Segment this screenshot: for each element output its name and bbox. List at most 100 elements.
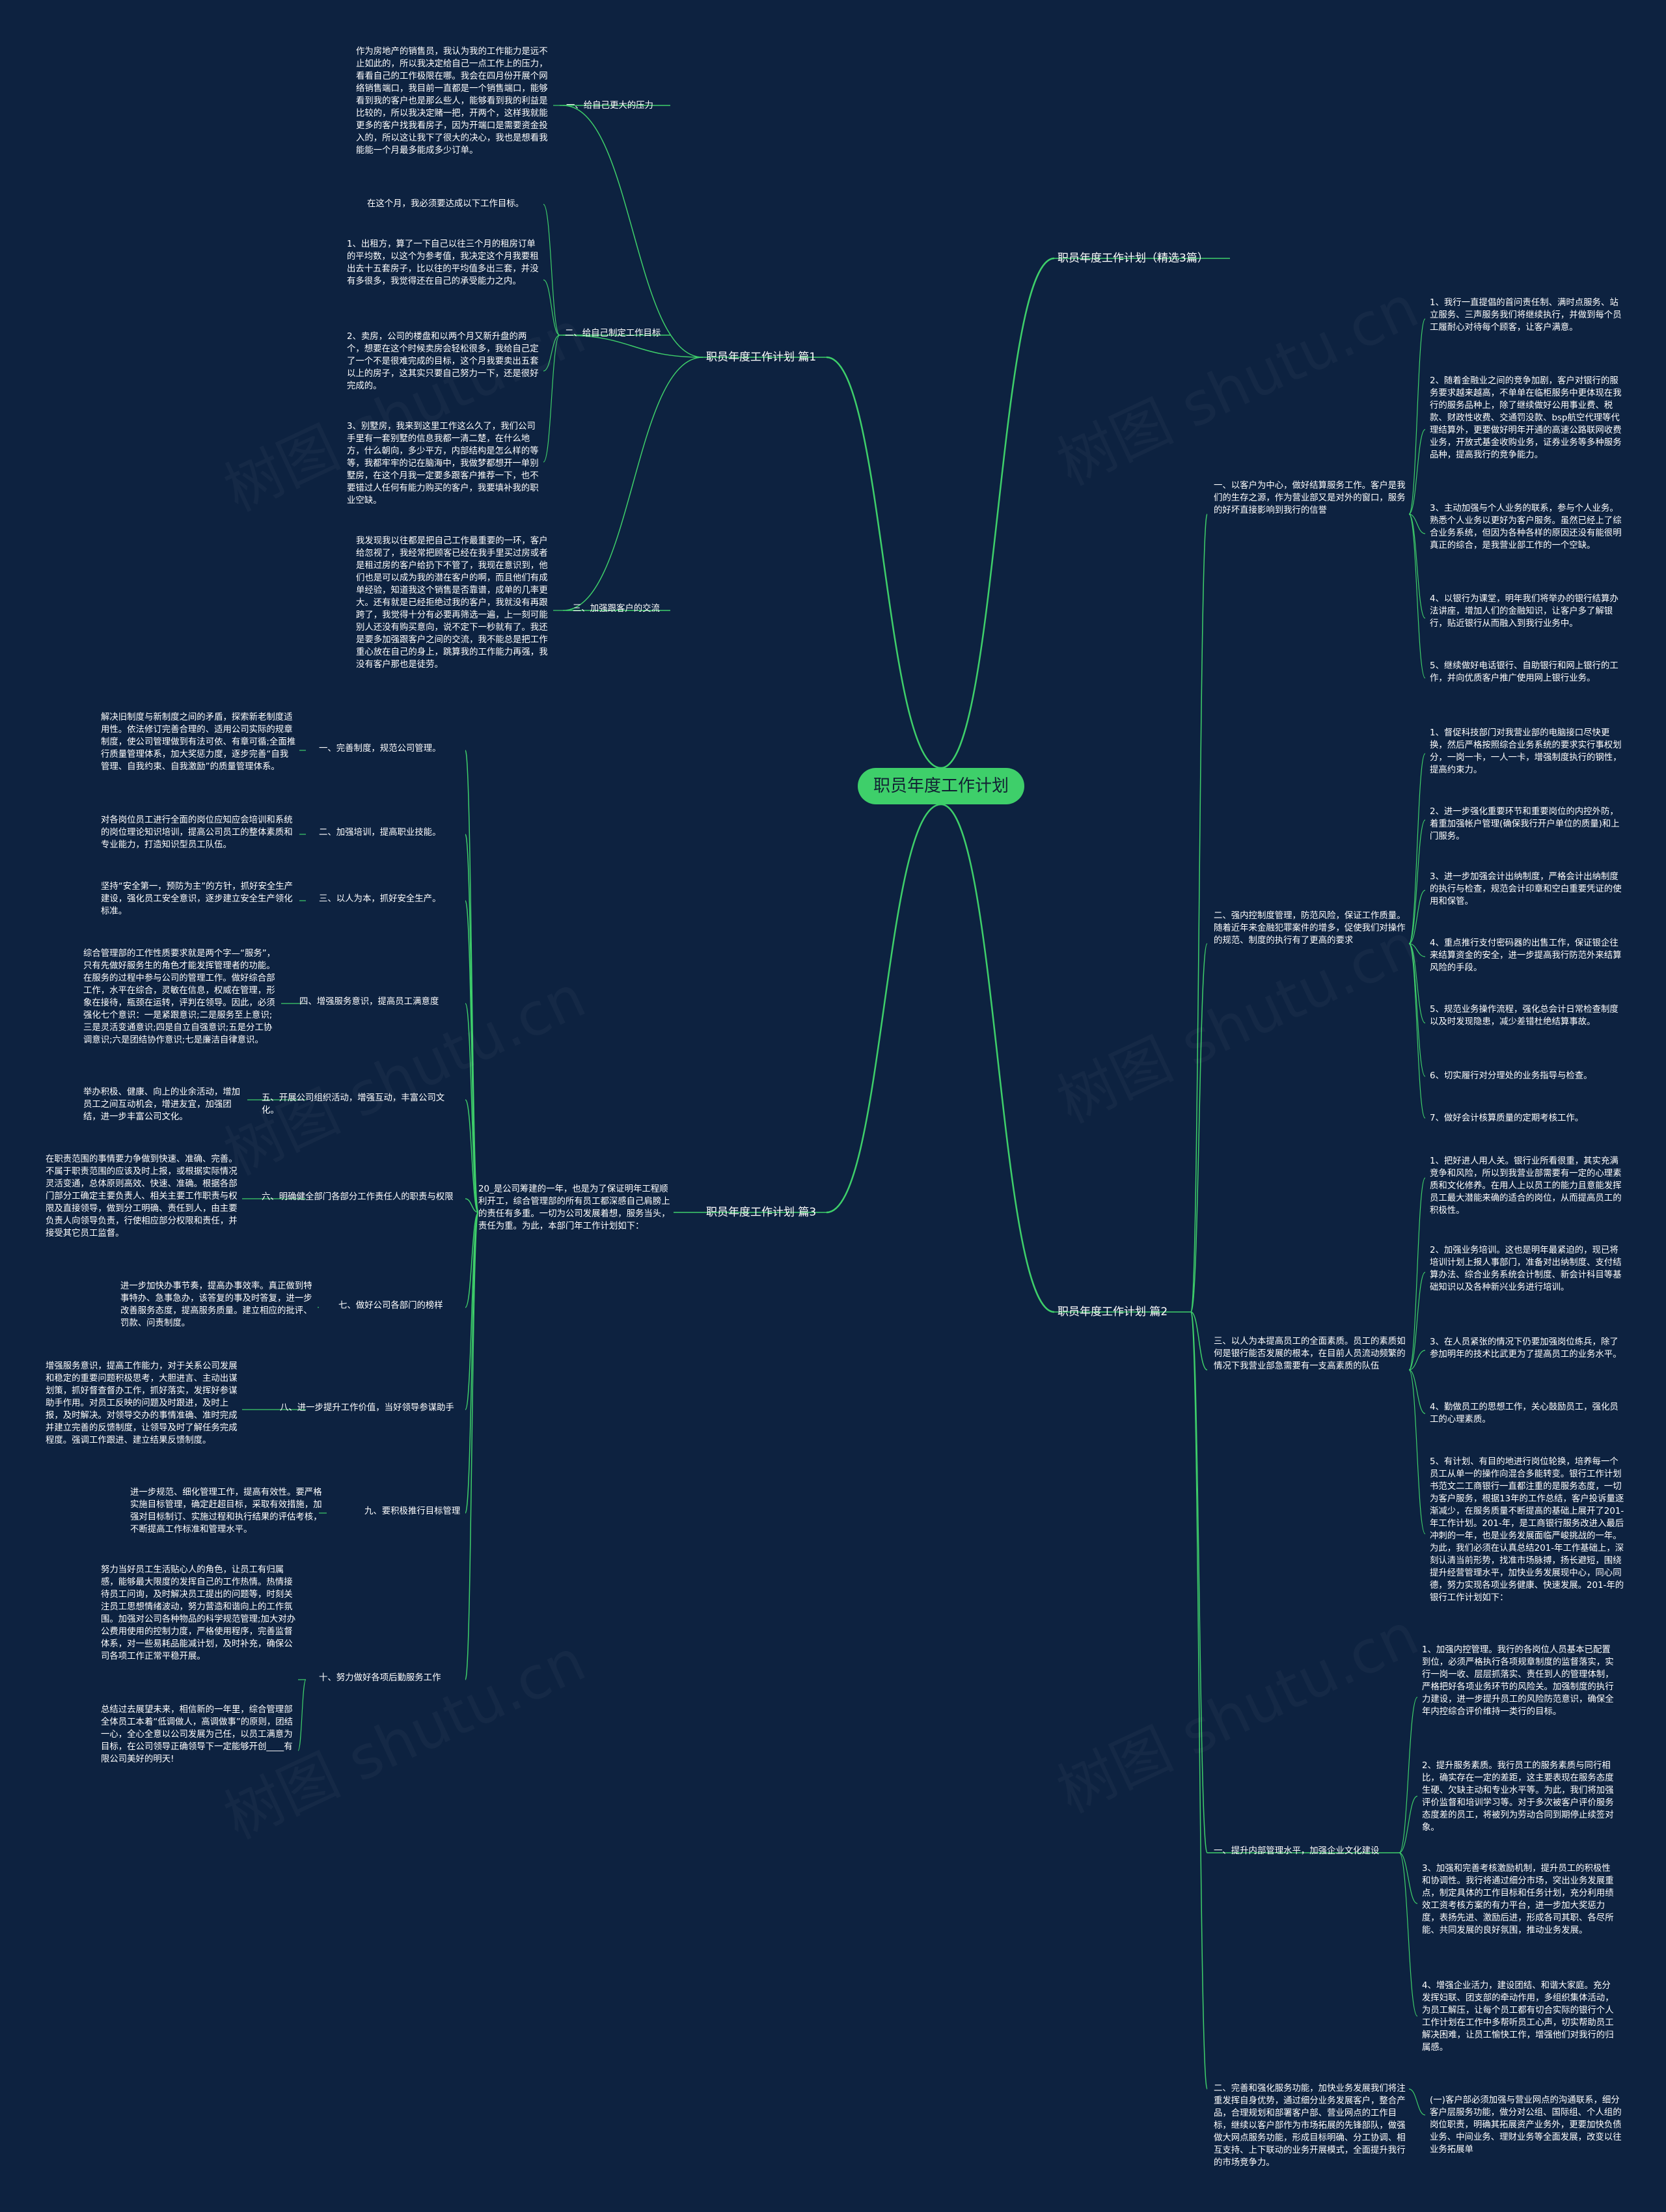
connector (1408, 429, 1426, 515)
plan2-sub-3-title[interactable]: 三、以人为本提高员工的全面素质。员工的素质如何是银行能否发展的根本，在目前人员流… (1214, 1337, 1406, 1371)
plan2-sub-2-item-5: 5、规范业务操作流程，强化总会计日常检查制度以及时发现隐患，减少差错杜绝结算事故… (1430, 1005, 1618, 1027)
connector (1408, 943, 1426, 957)
connector (465, 1099, 479, 1213)
plan3-sub-10-text: 努力当好员工生活贴心人的角色，让员工有归属感，能够最大限度的发挥自己的工作热情。… (101, 1565, 296, 1661)
connector (1408, 513, 1426, 534)
connector (1190, 943, 1208, 1313)
plan1-sub-2-text-4: 3、别墅房，我来到这里工作这么久了，我们公司手里有一套别墅的信息我都一清二楚，在… (347, 422, 539, 506)
connector (1408, 943, 1426, 1119)
plan1-sub-2-text-2: 1、出租方，算了一下自己以往三个月的租房订单的平均数，以这个为参考值，我决定这个… (347, 239, 539, 286)
connector (826, 356, 942, 769)
plan3-sub-3-title[interactable]: 三、以人为本，抓好安全生产。 (319, 894, 441, 904)
connector (826, 803, 942, 1214)
connector (1399, 1796, 1418, 1853)
plan3-intro[interactable]: 20_是公司筹建的一年，也是为了保证明年工程顺利开工，综合管理部的所有员工都深感… (478, 1184, 670, 1231)
connector (940, 803, 1055, 1313)
plan3-sub-5-text: 举办积极、健康、向上的业余活动，增加员工之间互动机会，增进友宜，加强团结，进一步… (83, 1087, 241, 1122)
connector (543, 335, 560, 463)
plan3-sub-6-text: 在职责范围的事情要力争做到快速、准确、完善。不属于职责范围的应该及时上报，或根据… (46, 1154, 238, 1238)
connector (1408, 2088, 1426, 2116)
plan2-sub-3-item-4: 4、勤做员工的思想工作，关心鼓励员工，强化员工的心理素质。 (1430, 1402, 1618, 1425)
connector (940, 257, 1055, 769)
connector (1190, 1311, 1208, 2090)
plan2-sub-5-item-1: (一)客户部必须加强与营业网点的沟通联系，细分客户层服务功能，做分对公组、国际组… (1430, 2096, 1622, 2155)
branch-plan-1[interactable]: 职员年度工作计划 篇1 (706, 351, 817, 364)
connector (1408, 1369, 1426, 1414)
plan1-sub-3-title[interactable]: 三、加强跟客户的交流 (573, 604, 660, 614)
branch-plan-2[interactable]: 职员年度工作计划 篇2 (1058, 1305, 1168, 1318)
connector (1408, 890, 1426, 944)
connector (1190, 1311, 1208, 1371)
connector (465, 1212, 479, 1680)
plan3-sub-8-title[interactable]: 八、进一步提升工作价值，当好领导参谋助手 (280, 1403, 454, 1413)
plan3-sub-3-text: 坚持“安全第一，预防为主”的方针，抓好安全生产建设，强化员工安全意识，逐步建立安… (101, 882, 294, 916)
plan3-sub-6-title[interactable]: 六、明确健全部门各部分工作责任人的职责与权限 (262, 1192, 454, 1202)
plan3-sub-1-text: 解决旧制度与新制度之间的矛盾，探索新老制度适用性。依法修订完善合理的、适用公司实… (101, 713, 296, 772)
connector (1408, 1177, 1426, 1371)
plan3-sub-8-text: 增强服务意识，提高工作能力，对于关系公司发展和稳定的重要问题积极思考，大胆进言、… (46, 1361, 238, 1445)
plan3-sub-7-title[interactable]: 七、做好公司各部门的榜样 (338, 1301, 443, 1311)
connector (1408, 1272, 1426, 1371)
connector (1399, 1697, 1418, 1853)
plan2-sub-1-item-4: 4、以银行为课堂，明年我们将举办的银行结算办法讲座，增加人们的金融知识，让客户多… (1430, 594, 1618, 629)
plan3-sub-10-text-2: 总结过去展望未来，相信新的一年里，综合管理部全体员工本着“低调做人，高调做事”的… (101, 1705, 294, 1764)
plan1-sub-3-text: 我发现我以往都是把自己工作最重要的一环，客户给忽视了，我经常把顾客已经在我手里买… (356, 536, 548, 670)
connector (1408, 819, 1426, 944)
plan1-sub-1-text: 作为房地产的销售员，我认为我的工作能力是远不止如此的，所以我决定给自己一点工作上… (356, 47, 548, 156)
plan2-sub-2-item-3: 3、进一步加强会计出纳制度，严格会计出纳制度的执行与检查，规范会计印章和空白重要… (1430, 872, 1622, 907)
connector (562, 357, 703, 611)
plan2-sub-5-title[interactable]: 二、完善和强化服务功能，加快业务发展我们将注重发挥自身优势，通过细分业务发展客户… (1214, 2084, 1406, 2168)
connector (1399, 1852, 1418, 2017)
connector (465, 1212, 479, 1308)
plan3-sub-4-title[interactable]: 四、增强服务意识，提高员工满意度 (299, 997, 439, 1007)
connector (543, 335, 560, 372)
plan2-sub-1-item-5: 5、继续做好电话银行、自助银行和网上银行的工作，并向优质客户推广使用网上银行业务… (1430, 661, 1618, 683)
connector (1408, 513, 1426, 679)
plan2-sub-4-item-3: 3、加强和完善考核激励机制，提升员工的积极性和协调性。我行将通过细分市场，突出业… (1422, 1864, 1614, 1935)
plan3-sub-2-title[interactable]: 二、加强培训，提高职业技能。 (319, 828, 441, 838)
connector (465, 750, 479, 1213)
plan2-sub-2-item-2: 2、进一步强化重要环节和重要岗位的内控外防，着重加强帐户管理(确保我行开户单位的… (1430, 807, 1620, 841)
branch-summary[interactable]: 职员年度工作计划（精选3篇） (1058, 252, 1209, 265)
plan2-sub-3-item-1: 1、把好进人用人关。银行业所看很重，其实充满竞争和风险，所以到我营业部需要有一定… (1430, 1156, 1622, 1216)
plan2-sub-3-item-5: 5、有计划、有目的地进行岗位轮换，培养每一个员工从单一的操作向混合多能转变。银行… (1430, 1457, 1624, 1603)
plan2-sub-4-title[interactable]: 一、提升内部管理水平，加强企业文化建设 (1214, 1846, 1380, 1856)
plan3-sub-10-title[interactable]: 十、努力做好各项后勤服务工作 (319, 1673, 441, 1683)
connector (297, 1679, 307, 1751)
connector (1190, 513, 1208, 1313)
connector (1408, 943, 1426, 1077)
plan1-sub-2-text-1: 在这个月，我必须要达成以下工作目标。 (367, 199, 525, 209)
plan2-sub-2-item-1: 1、督促科技部门对我营业部的电脑接口尽快更换，然后严格按照综合业务系统的要求实行… (1430, 728, 1622, 775)
plan2-sub-2-title[interactable]: 二、强内控制度管理，防范风险，保证工作质量。随着近年来金融犯罪案件的增多，促使我… (1214, 911, 1406, 946)
plan3-sub-5-title[interactable]: 五、开展公司组织活动，增强互动，丰富公司文化。 (262, 1093, 445, 1115)
plan3-sub-9-title[interactable]: 九、要积极推行目标管理 (364, 1507, 461, 1516)
plan1-sub-1-title[interactable]: 一、给自己更大的压力 (566, 101, 653, 111)
branch-plan-3[interactable]: 职员年度工作计划 篇3 (706, 1206, 817, 1219)
connector (562, 335, 703, 358)
connector (1399, 1852, 1418, 1904)
plan3-sub-9-text: 进一步规范、细化管理工作，提高有效性。要严格实施目标管理，确定赶超目标，采取有效… (130, 1488, 322, 1535)
connector (1190, 1311, 1208, 1853)
plan2-sub-3-item-2: 2、加强业务培训。这也是明年最紧迫的，现已将培训计划上报人事部门，准备对出纳制度… (1430, 1246, 1622, 1292)
plan1-sub-2-title[interactable]: 二、给自己制定工作目标 (565, 329, 661, 338)
plan2-sub-1-title[interactable]: 一、以客户为中心，做好结算服务工作。客户是我们的生存之源，作为营业部又是对外的窗… (1214, 481, 1406, 515)
plan2-sub-4-item-4: 4、增强企业活力，建设团结、和谐大家庭。充分发挥妇联、团支部的牵动作用，多组织集… (1422, 1981, 1614, 2053)
plan2-sub-4-item-1: 1、加强内控管理。我行的各岗位人员基本已配置到位，必须严格执行各项规章制度的监督… (1422, 1645, 1614, 1717)
connector (465, 1198, 479, 1213)
connector (1408, 513, 1426, 619)
connector (465, 1003, 479, 1213)
connector (1408, 1369, 1426, 1535)
connector (1408, 943, 1426, 1024)
plan2-sub-2-item-7: 7、做好会计核算质量的定期考核工作。 (1430, 1113, 1584, 1123)
root-node[interactable]: 职员年度工作计划 (858, 768, 1024, 804)
plan3-sub-7-text: 进一步加快办事节奏，提高办事效率。真正做到特事特办、急事急办，该答复的事及时答复… (120, 1281, 312, 1328)
plan2-sub-1-item-2: 2、随着金融业之间的竞争加剧，客户对银行的服务要求越来越高，不单单在临柜服务中更… (1430, 376, 1622, 460)
connector (1408, 318, 1426, 515)
plan2-sub-2-item-4: 4、重点推行支付密码器的出售工作，保证银企往来结算资金的安全，进一步提高我行防范… (1430, 938, 1622, 973)
plan3-sub-1-title[interactable]: 一、完善制度，规范公司管理。 (319, 744, 441, 754)
connector (543, 204, 560, 336)
connector (465, 1212, 479, 1514)
connector (1408, 753, 1426, 944)
plan3-sub-2-text: 对各岗位员工进行全面的岗位应知应会培训和系统的岗位理论知识培训，提高公司员工的整… (101, 815, 293, 850)
